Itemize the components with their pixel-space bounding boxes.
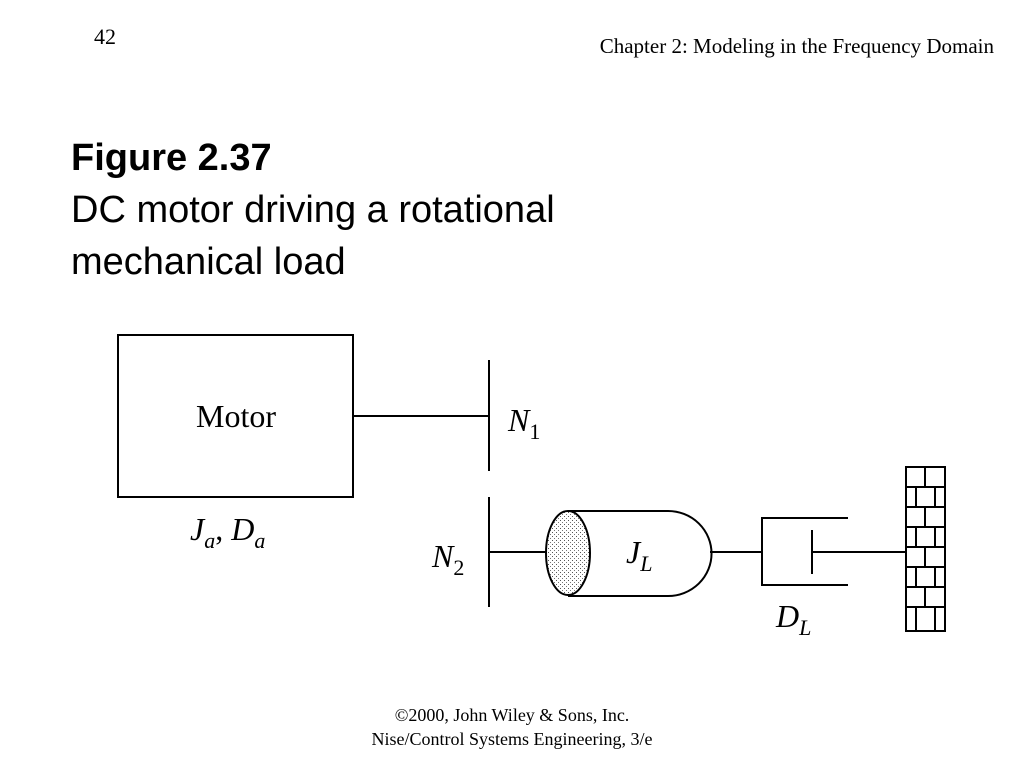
gear-n1-symbol: N: [507, 402, 531, 438]
motor-damping-symbol: D: [230, 511, 254, 547]
figure-caption: DC motor driving a rotational mechanical…: [71, 189, 555, 283]
footer-book: Nise/Control Systems Engineering, 3/e: [371, 729, 653, 749]
load-inertia-body: [568, 510, 713, 597]
brick-wall: [905, 466, 946, 632]
figure-heading: Figure 2.37 DC motor driving a rotationa…: [71, 132, 771, 288]
motor-inertia-subscript: a: [204, 528, 215, 553]
gear-n1-label: N1: [507, 402, 540, 444]
motor-label: Motor: [196, 398, 276, 434]
motor-params-label: Ja, Da: [190, 511, 265, 553]
load-inertia-symbol: J: [626, 534, 642, 570]
damper-label: DL: [775, 598, 811, 640]
footer-copyright: ©2000, John Wiley & Sons, Inc.: [394, 705, 630, 725]
motor-damping-subscript: a: [254, 528, 265, 553]
gear-n1-subscript: 1: [529, 419, 540, 444]
page-number: 42: [94, 24, 116, 49]
footer: ©2000, John Wiley & Sons, Inc. Nise/Cont…: [0, 703, 1024, 751]
damper-cylinder: [761, 517, 848, 586]
gear-n2-subscript: 2: [453, 555, 464, 580]
motor-inertia-symbol: J: [190, 511, 206, 547]
figure-label: Figure 2.37: [71, 137, 272, 179]
load-inertia-label: JL: [626, 534, 652, 576]
gear-n2-label: N2: [431, 538, 464, 580]
damper-symbol: D: [775, 598, 799, 634]
motor-params-separator: ,: [215, 511, 231, 547]
load-inertia-face: [545, 510, 591, 596]
gear-n2-symbol: N: [431, 538, 455, 574]
damper-subscript: L: [798, 615, 811, 640]
load-inertia-subscript: L: [639, 551, 652, 576]
chapter-title: Chapter 2: Modeling in the Frequency Dom…: [599, 34, 994, 58]
